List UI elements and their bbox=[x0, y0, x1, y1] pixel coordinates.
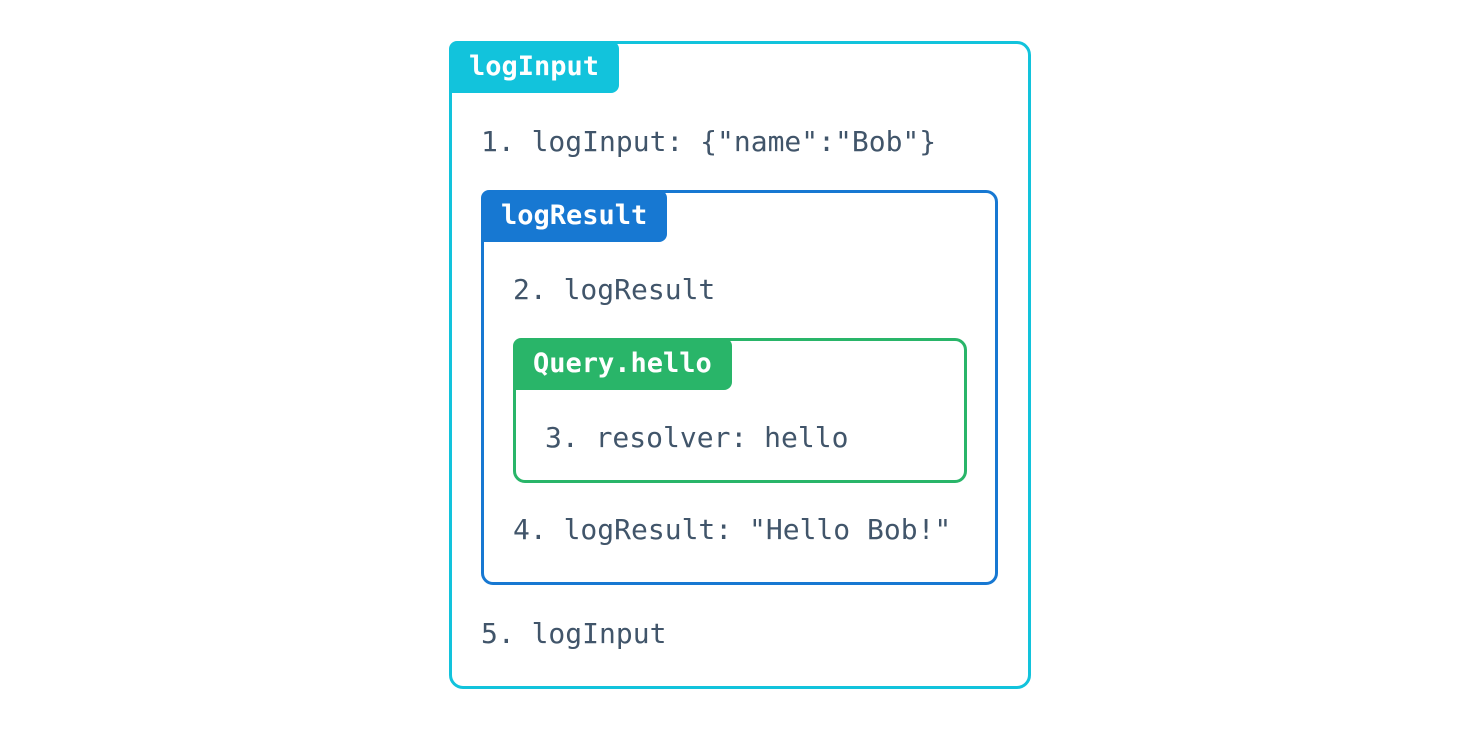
resolver-box: Query.hello 3. resolver: hello bbox=[513, 338, 967, 483]
logresult-tag: logResult bbox=[481, 190, 668, 242]
step-5-loginput-after: 5. logInput bbox=[481, 617, 667, 650]
step-2-logresult-before: 2. logResult bbox=[513, 273, 716, 306]
step-1-loginput-before: 1. logInput: {"name":"Bob"} bbox=[481, 125, 937, 158]
step-4-logresult-after: 4. logResult: "Hello Bob!" bbox=[513, 513, 952, 546]
query-hello-tag: Query.hello bbox=[513, 338, 732, 390]
logresult-middleware-box: logResult 2. logResult Query.hello 3. re… bbox=[481, 190, 998, 585]
loginput-tag: logInput bbox=[449, 41, 620, 93]
step-3-resolver: 3. resolver: hello bbox=[545, 421, 849, 454]
loginput-middleware-box: logInput 1. logInput: {"name":"Bob"} log… bbox=[449, 41, 1031, 689]
